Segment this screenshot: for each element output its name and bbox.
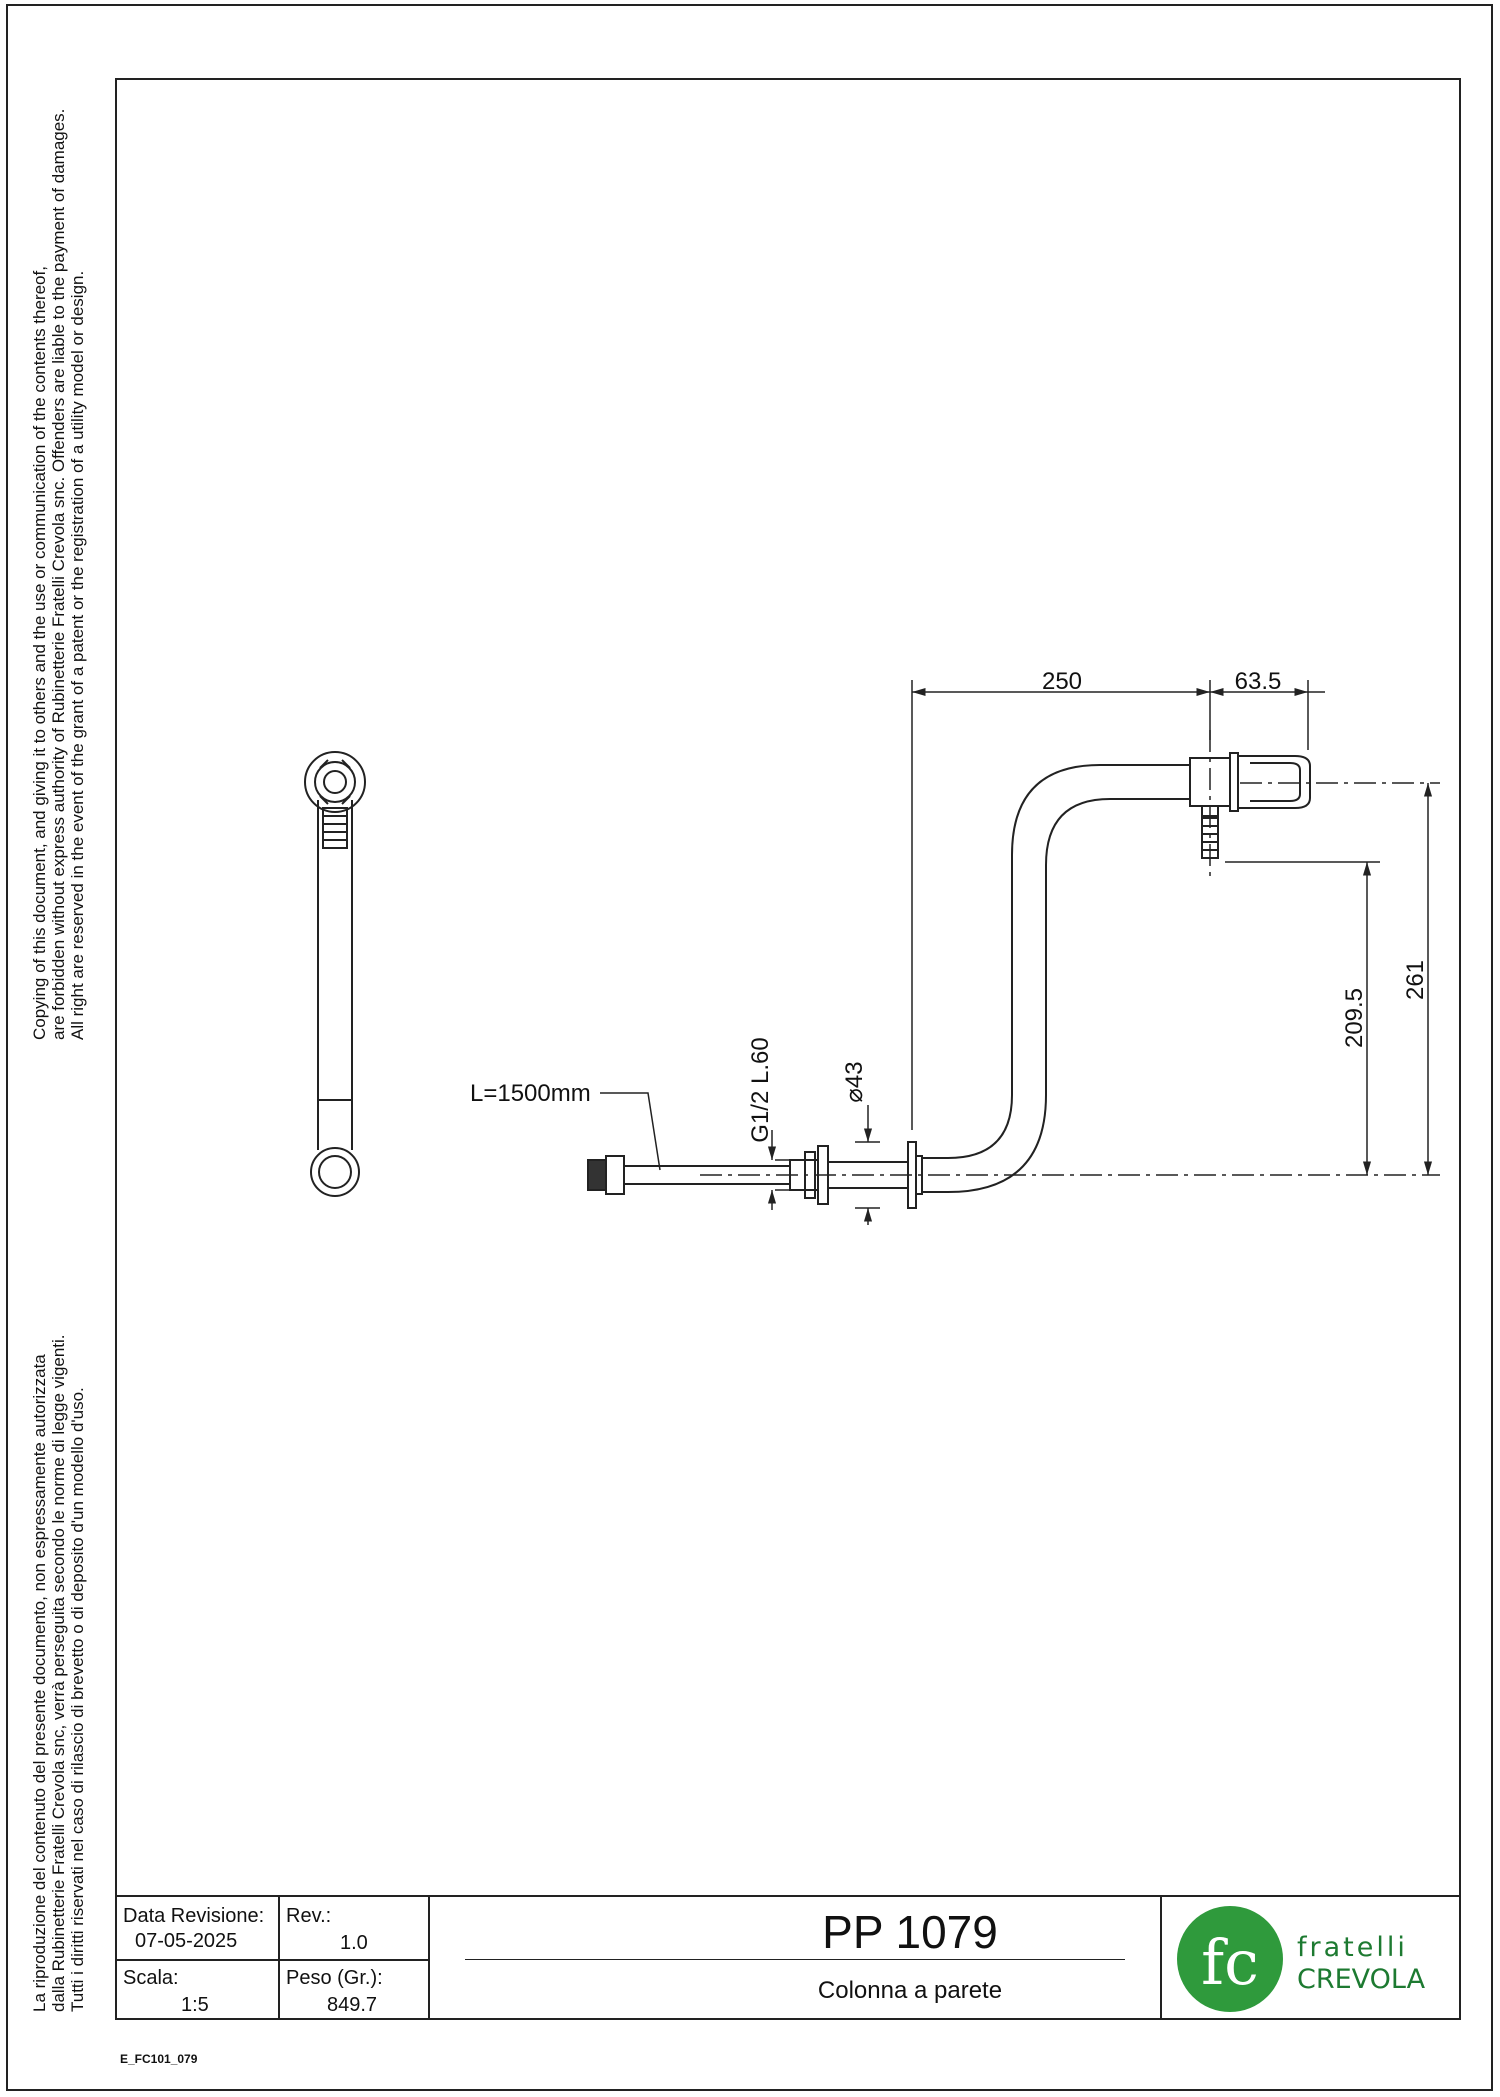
- logo-word-crevola: CREVOLA: [1297, 1964, 1426, 1995]
- product-name: Colonna a parete: [817, 1977, 1003, 2004]
- dim-thread: G1/2 L.60: [747, 1037, 774, 1142]
- scale-value: 1:5: [181, 1994, 209, 2016]
- logo-circle: [1177, 1906, 1283, 2012]
- side-view: [304, 751, 366, 1197]
- dim-flange-diameter: ⌀43: [841, 1061, 868, 1102]
- hose-nut: [587, 1159, 607, 1191]
- dim-outlet-height: 209.5: [1341, 988, 1368, 1048]
- revision-date: 07-05-2025: [135, 1930, 238, 1952]
- revision-date-label: Data Revisione:: [123, 1905, 265, 1927]
- diameter-symbol: ⌀: [841, 1088, 868, 1102]
- rev-value: 1.0: [340, 1932, 368, 1954]
- title-block: Data Revisione: 07-05-2025 Rev.: 1.0 Sca…: [115, 1895, 1461, 2020]
- rev-label: Rev.:: [286, 1905, 332, 1927]
- front-view: [587, 752, 1311, 1209]
- file-code: E_FC101_079: [120, 2052, 198, 2066]
- weight-value: 849.7: [327, 1994, 378, 2016]
- logo-word-fratelli: fratelli: [1297, 1932, 1408, 1963]
- dim-horizontal-reach: 250: [1042, 668, 1082, 695]
- logo-monogram: fc: [1201, 1926, 1259, 1999]
- scale-label: Scala:: [123, 1967, 179, 1989]
- center-lines: [700, 730, 1440, 1176]
- dim-head-length: 63.5: [1235, 668, 1282, 695]
- side-view-base-circle: [310, 1147, 360, 1197]
- dim-total-height: 261: [1402, 960, 1429, 1000]
- sheet-border: [6, 4, 1493, 2091]
- dimension-lines: [600, 680, 1433, 1225]
- dim-hose-length: L=1500mm: [470, 1080, 591, 1107]
- company-logo: fc fratelli CREVOLA: [1177, 1906, 1426, 2012]
- product-code: PP 1079: [822, 1906, 998, 1958]
- side-view-head-circle: [304, 751, 366, 813]
- drawing-frame: [115, 78, 1461, 2020]
- dimension-texts: 250 63.5 L=1500mm 209.5 261 G1/2 L.60 ⌀4…: [470, 668, 1429, 1143]
- weight-label: Peso (Gr.):: [286, 1967, 383, 1989]
